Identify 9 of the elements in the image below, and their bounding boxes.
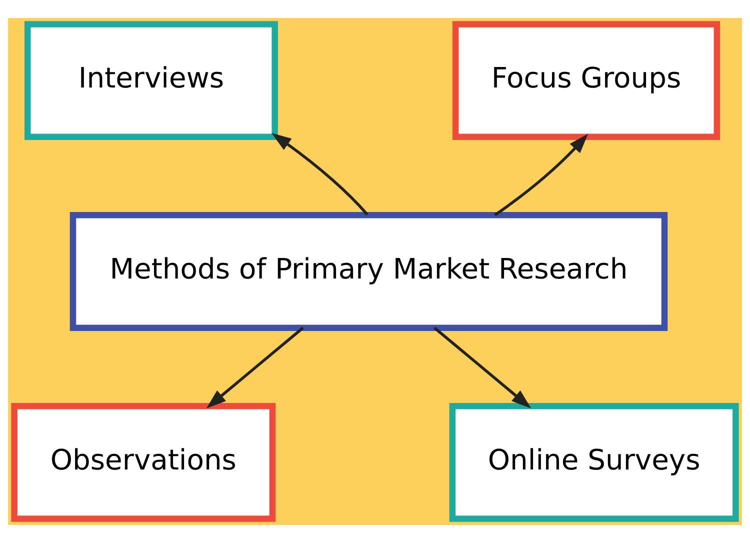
arrow bbox=[434, 326, 532, 408]
node-box: Online Surveys bbox=[449, 402, 739, 522]
node-box: Focus Groups bbox=[452, 20, 720, 140]
node-box: Observations bbox=[11, 402, 276, 522]
arrow bbox=[206, 326, 304, 408]
arrow bbox=[494, 133, 588, 216]
arrow bbox=[272, 132, 368, 215]
node-box: Interviews bbox=[24, 20, 278, 140]
node-box: Methods of Primary Market Research bbox=[70, 212, 668, 330]
